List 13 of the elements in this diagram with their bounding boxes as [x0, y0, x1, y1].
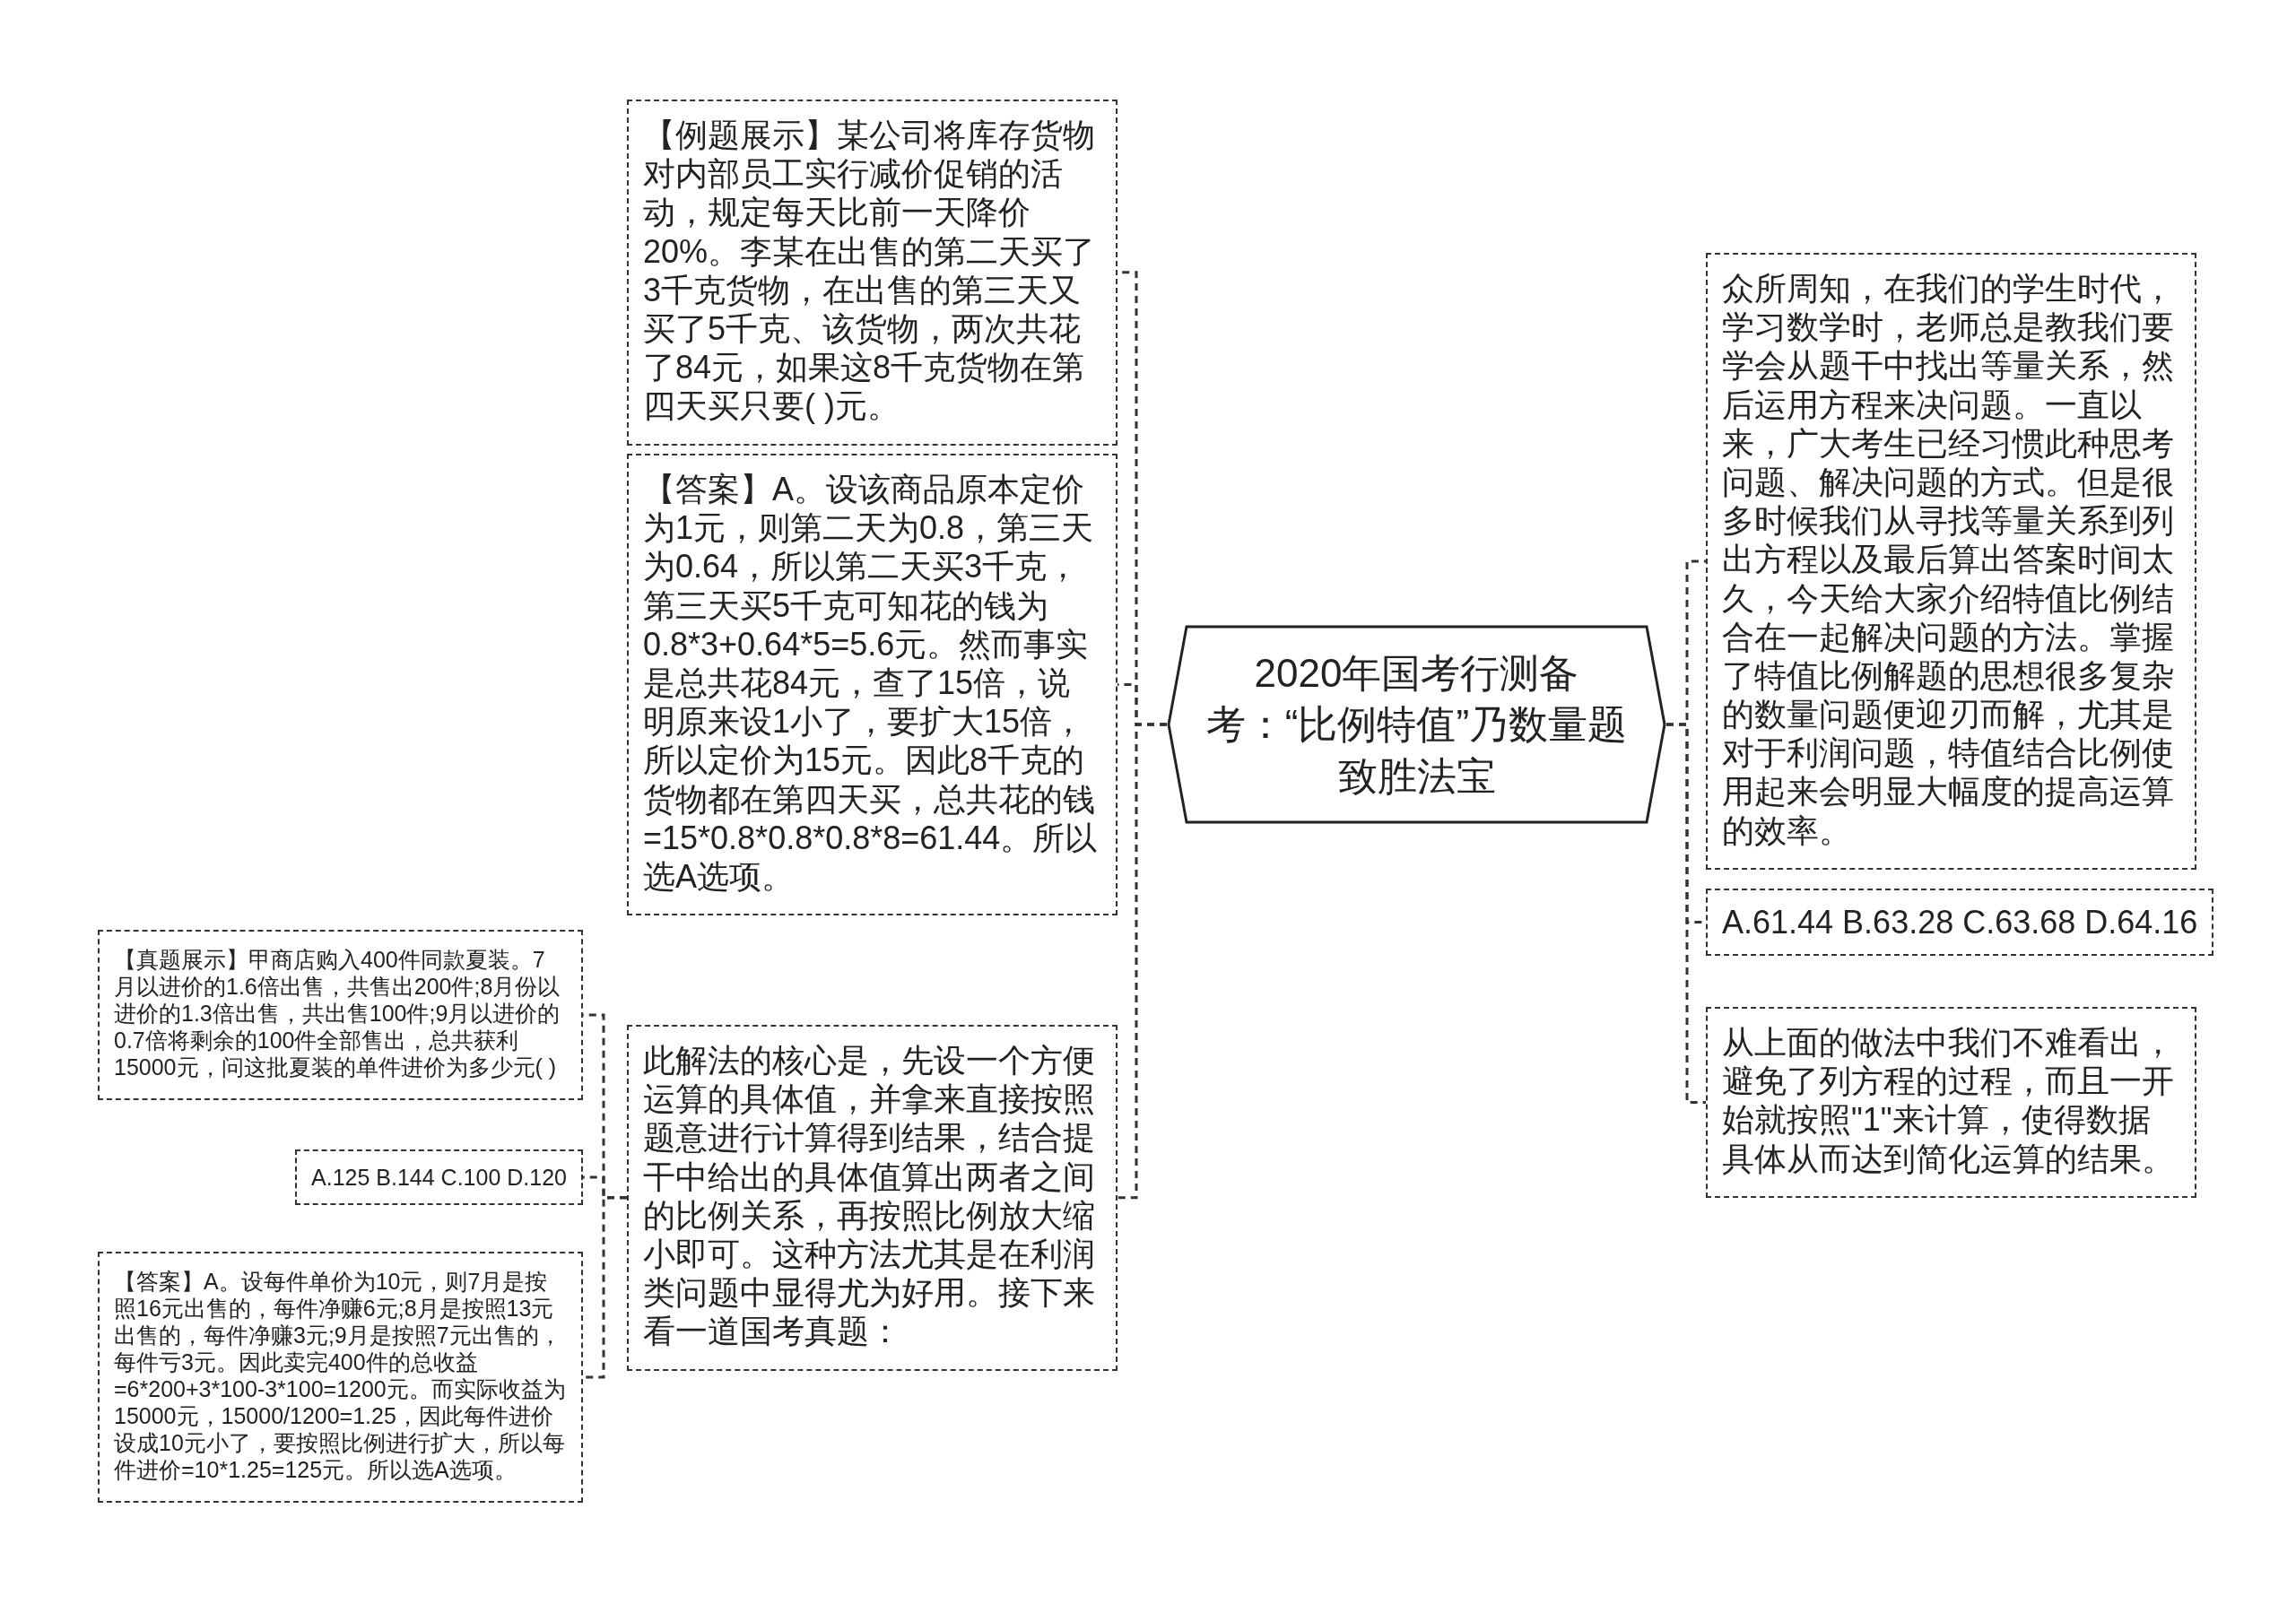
text-box: 此解法的核心是，先设一个方便运算的具体值，并拿来直接按照题意进行计算得到结果，结合提干中给出的具体值算出两者之间的比例关系，再按照比例放大缩小即可。这种方法尤其是在利润类问题中显得尤为好用。接下来看一道国考真题： [627, 1025, 1118, 1371]
text-box: 众所周知，在我们的学生时代，学习数学时，老师总是教我们要学会从题干中找出等量关系，然后运用方程来决问题。一直以来，广大考生已经习惯此种思考问题、解决问题的方式。但是很多时候我们从寻找等量关系到列出方程以及最后算出答案时间太久，今天给大家介绍特值比例结合在一起解决问题的方法。掌握了特值比例解题的思想很多复杂的数量问题便迎刃而解，尤其是对于利润问题，特值结合比例使用起来会明显大幅度的提高运算的效率。 [1706, 253, 2196, 870]
topic-hexagon: 2020年国考行测备考：“比例特值”乃数量题致胜法宝 [1167, 625, 1666, 824]
text-box: A.61.44 B.63.28 C.63.68 D.64.16 [1706, 889, 2214, 957]
text-box: 【例题展示】某公司将库存货物对内部员工实行减价促销的活动，规定每天比前一天降价20%。李某在出售的第二天买了3千克货物，在出售的第三天又买了5千克、该货物，两次共花了84元，如果这8千克货物在第四天买只要( )元。 [627, 100, 1118, 446]
connector-line [1666, 723, 1706, 1104]
text-box: A.125 B.144 C.100 D.120 [295, 1149, 583, 1205]
connector-line [583, 1196, 627, 1379]
text-box: 【答案】A。设该商品原本定价为1元，则第二天为0.8，第三天为0.64，所以第二天买3千克，第三天买5千克可知花的钱为0.8*3+0.64*5=5.6元。然而事实是总共花84元，查了15倍，说明原来设1小了，要扩大15倍，所以定价为15元。因此8千克的货物都在第四天买，总共花的钱=15*0.8*0.8*0.8*8=61.44。所以选A选项。 [627, 454, 1118, 916]
text-box: 【真题展示】甲商店购入400件同款夏装。7月以进价的1.6倍出售，共售出200件;8月份以进价的1.3倍出售，共出售100件;9月以进价的0.7倍将剩余的100件全部售出，总共获利15000元，问这批夏装的单件进价为多少元( ) [98, 930, 583, 1100]
connector-line [1118, 723, 1167, 1200]
text-box: 【答案】A。设每件单价为10元，则7月是按照16元出售的，每件净赚6元;8月是按照13元出售的，每件净赚3元;9月是按照7元出售的，每件亏3元。因此卖完400件的总收益=6*200+3*100-3*100=1200元。而实际收益为15000元，15000/1200=1.25，因此每件进价设成10元小了，要按照比例进行扩大，所以每件进价=10*1.25=125元。所以选A选项。 [98, 1252, 583, 1503]
text-box: 从上面的做法中我们不难看出，避免了列方程的过程，而且一开始就按照"1"来计算，使得数据具体从而达到简化运算的结果。 [1706, 1007, 2196, 1198]
